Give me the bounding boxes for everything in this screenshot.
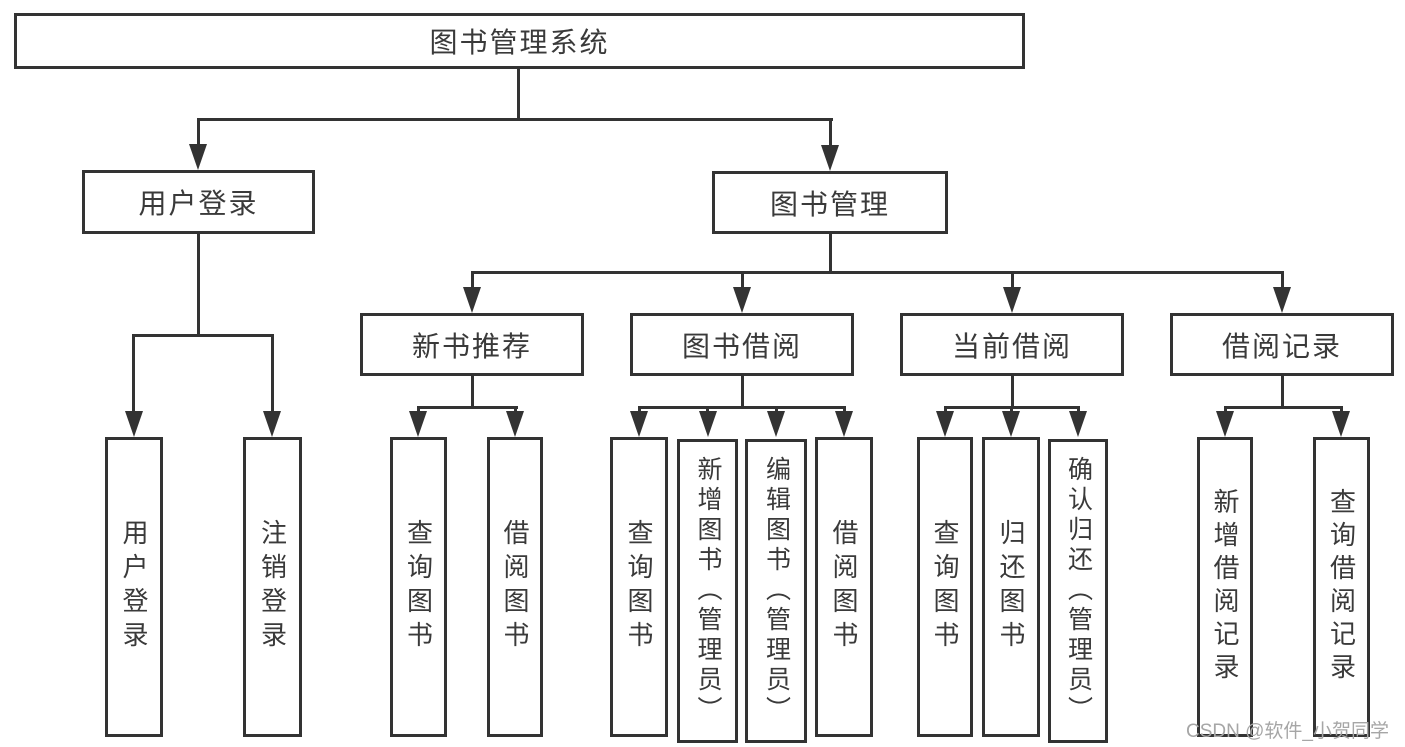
connector-line [197,233,200,337]
connector-line [829,118,832,147]
connector-line [638,406,641,415]
node-label: 新增借阅记录 [1210,488,1240,686]
node-query-books-recommend: 查询图书 [390,437,447,737]
node-library-management-system: 图书管理系统 [14,13,1025,69]
connector-line [417,406,420,415]
connector-line [775,406,778,415]
node-add-book-admin: 新增图书（管理员） [677,439,738,743]
node-user-login-action: 用户登录 [105,437,163,737]
connector-line [1010,406,1013,415]
connector-line [471,271,1284,274]
arrow-down-icon [125,411,143,437]
node-label: 确认归还（管理员） [1064,456,1093,726]
node-add-borrow-record: 新增借阅记录 [1197,437,1253,737]
connector-line [1011,271,1014,289]
node-borrow-book: 借阅图书 [815,437,873,737]
connector-line [471,375,474,408]
node-label: 用户登录 [119,519,149,655]
node-label: 查询图书 [403,519,434,655]
connector-line [1281,271,1284,289]
connector-line [271,334,274,413]
connector-line [197,118,833,121]
connector-line [1224,406,1343,409]
node-new-book-recommend: 新书推荐 [360,313,584,376]
node-query-books-borrow: 查询图书 [610,437,668,737]
arrow-down-icon [1002,411,1020,437]
connector-line [1281,375,1284,408]
connector-line [517,68,520,120]
connector-line [843,406,846,415]
arrow-down-icon [409,411,427,437]
node-label: 图书借阅 [681,330,802,362]
node-query-borrow-record: 查询借阅记录 [1313,437,1370,737]
connector-line [741,271,744,289]
node-label: 注销登录 [257,519,288,655]
arrow-down-icon [699,411,717,437]
arrow-down-icon [733,287,751,313]
arrow-down-icon [1332,411,1350,437]
node-query-books-current: 查询图书 [917,437,973,737]
node-label: 图书管理 [769,188,890,220]
connector-line [829,233,832,273]
node-label: 借阅图书 [500,519,530,655]
node-edit-book-admin: 编辑图书（管理员） [745,439,807,743]
node-label: 查询图书 [930,519,960,655]
connector-line [132,334,135,413]
arrow-down-icon [189,144,207,170]
node-label: 借阅图书 [829,519,859,655]
connector-line [1224,406,1227,415]
arrow-down-icon [767,411,785,437]
connector-line [1340,406,1343,415]
node-label: 新增图书（管理员） [694,456,722,726]
connector-line [706,406,709,415]
csdn-watermark: CSDN @软件_小贺同学 [1186,721,1389,742]
node-borrow-books-recommend: 借阅图书 [487,437,543,737]
arrow-down-icon [463,287,481,313]
node-book-borrow: 图书借阅 [630,313,854,376]
node-current-borrow: 当前借阅 [900,313,1124,376]
node-label: 图书管理系统 [429,27,610,58]
arrow-down-icon [1069,411,1087,437]
node-label: 查询借阅记录 [1326,488,1357,686]
arrow-down-icon [1216,411,1234,437]
node-user-login: 用户登录 [82,170,315,234]
connector-line [638,406,846,409]
connector-line [417,406,518,409]
node-label: 归还图书 [996,519,1026,655]
connector-line [132,334,274,337]
node-borrow-records: 借阅记录 [1170,313,1394,376]
arrow-down-icon [630,411,648,437]
arrow-down-icon [1003,287,1021,313]
node-label: 用户登录 [138,188,259,219]
node-label: 当前借阅 [951,330,1072,362]
node-label: 编辑图书（管理员） [762,456,791,726]
connector-line [197,118,200,147]
arrow-down-icon [506,411,524,437]
connector-line [471,271,474,289]
arrow-down-icon [936,411,954,437]
connector-line [1077,406,1080,415]
arrow-down-icon [835,411,853,437]
connector-line [944,406,947,415]
node-label: 借阅记录 [1221,330,1342,362]
node-book-management: 图书管理 [712,171,948,234]
node-label: 新书推荐 [411,330,532,362]
node-return-book: 归还图书 [982,437,1040,737]
node-logout: 注销登录 [243,437,302,737]
connector-line [1011,375,1014,408]
connector-line [741,375,744,408]
connector-line [514,406,517,415]
node-confirm-return-admin: 确认归还（管理员） [1048,439,1108,743]
arrow-down-icon [1273,287,1291,313]
arrow-down-icon [821,145,839,171]
arrow-down-icon [263,411,281,437]
node-label: 查询图书 [624,519,654,655]
